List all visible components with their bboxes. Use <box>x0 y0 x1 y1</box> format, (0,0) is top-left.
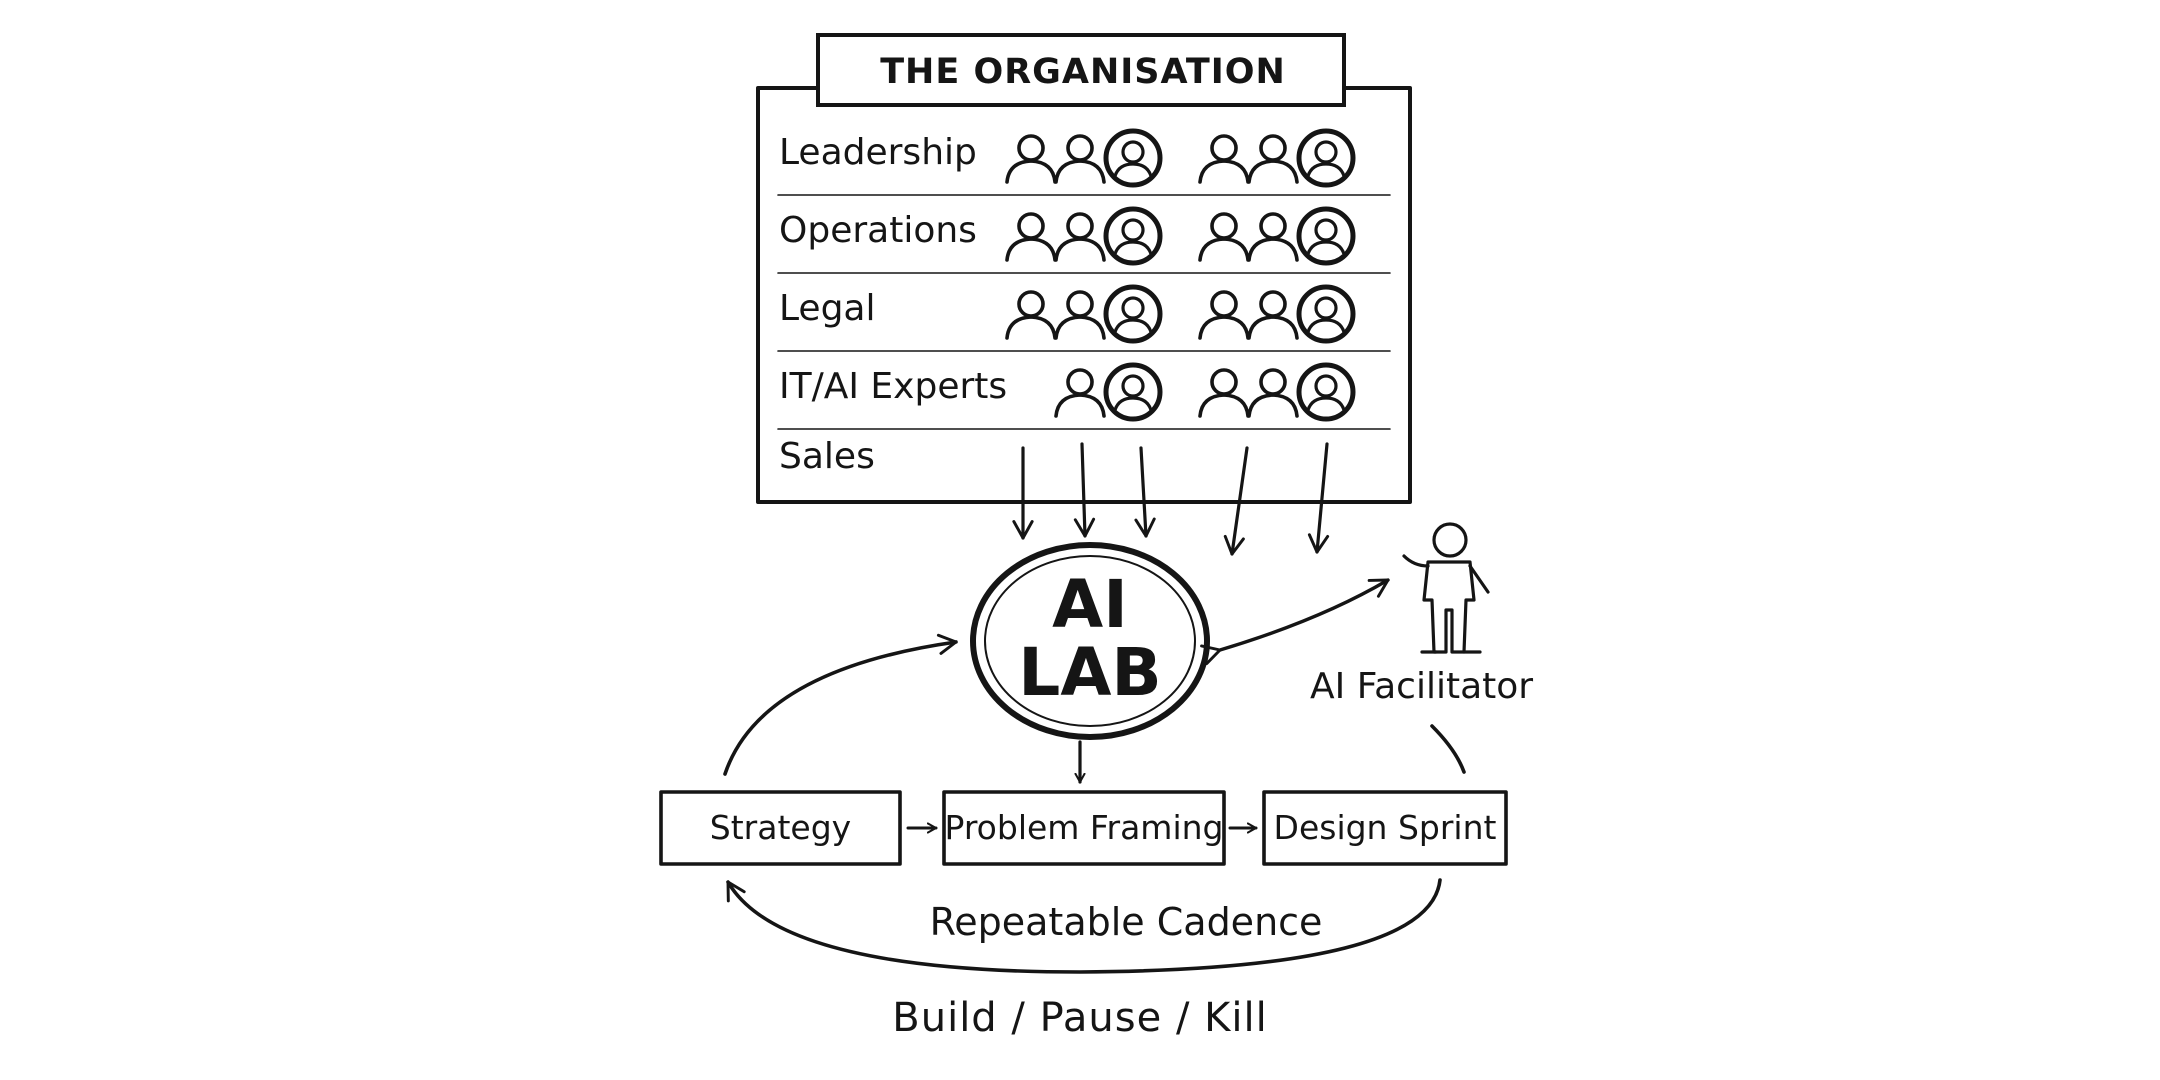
input-arrow <box>1307 442 1330 554</box>
input-arrow <box>1134 446 1156 538</box>
person-icon <box>1054 290 1106 340</box>
organisation-title-box <box>816 33 1346 107</box>
person-icon <box>1247 212 1299 262</box>
ai-lab-label-line2: LAB <box>1018 634 1162 711</box>
facilitator-link-arrow <box>1200 578 1390 665</box>
row-label-leadership: Leadership <box>779 132 977 173</box>
stick-figure-icon <box>1402 522 1490 654</box>
person-icon <box>1054 212 1106 262</box>
input-arrows <box>1012 442 1330 556</box>
person-icon <box>1054 134 1106 184</box>
ai-lab-inner-ring <box>984 555 1196 727</box>
input-arrow <box>1073 442 1096 538</box>
organisation-title: THE ORGANISATION <box>880 52 1286 92</box>
ai-lab-label-line1: AI <box>1052 566 1128 643</box>
input-arrow <box>1223 446 1249 556</box>
people-icons <box>1005 128 1356 422</box>
row-label-sales: Sales <box>779 436 875 477</box>
facilitator-side-curve <box>1430 724 1466 774</box>
person-circle-icon <box>1103 206 1163 266</box>
person-icon <box>1198 134 1250 184</box>
outcome-label: Build / Pause / Kill <box>892 995 1268 1041</box>
person-icon <box>1198 368 1250 418</box>
person-circle-icon <box>1296 362 1356 422</box>
person-icon <box>1247 134 1299 184</box>
row-label-legal: Legal <box>779 288 876 329</box>
person-circle-icon <box>1296 284 1356 344</box>
person-circle-icon <box>1296 128 1356 188</box>
person-icon <box>1005 134 1057 184</box>
row-label-operations: Operations <box>779 210 977 251</box>
step-strategy-label: Strategy <box>709 808 852 847</box>
step-design-sprint-label: Design Sprint <box>1273 808 1497 847</box>
cadence-loop-arrow <box>726 878 1442 974</box>
facilitator-label: AI Facilitator <box>1310 666 1534 707</box>
design-sprint-box <box>1262 790 1508 866</box>
person-circle-icon <box>1296 206 1356 266</box>
person-icon <box>1247 368 1299 418</box>
person-circle-icon <box>1103 128 1163 188</box>
person-icon <box>1005 290 1057 340</box>
person-icon <box>1198 212 1250 262</box>
person-circle-icon <box>1103 362 1163 422</box>
person-icon <box>1198 290 1250 340</box>
problem-framing-box <box>942 790 1226 866</box>
person-icon <box>1005 212 1057 262</box>
row-label-it-ai-experts: IT/AI Experts <box>779 366 1008 407</box>
person-circle-icon <box>1103 284 1163 344</box>
person-icon <box>1247 290 1299 340</box>
step-problem-framing-label: Problem Framing <box>944 808 1224 847</box>
strategy-box <box>659 790 902 866</box>
strategy-to-lab-arrow <box>723 633 958 776</box>
cadence-label: Repeatable Cadence <box>929 900 1323 944</box>
person-icon <box>1054 368 1106 418</box>
organisation-panel <box>756 33 1412 504</box>
